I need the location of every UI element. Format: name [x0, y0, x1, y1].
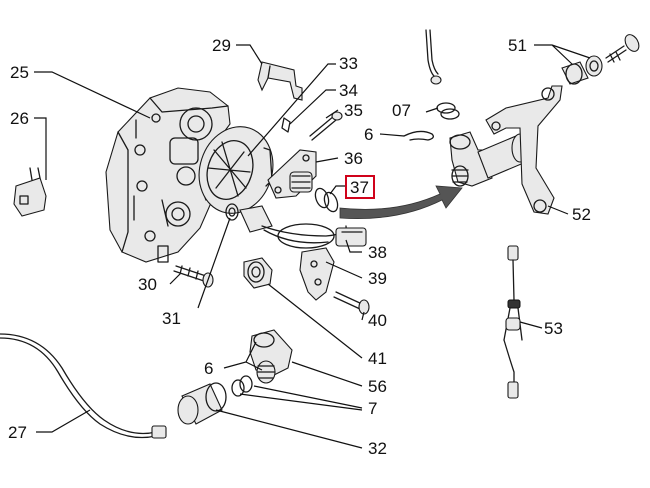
- label-41: 41: [368, 349, 387, 368]
- callout-labels: 25 26 29 33 34 35 36 37 38 39 40 41 56 7…: [8, 36, 591, 458]
- part-31-ring[interactable]: [225, 203, 239, 221]
- label-35: 35: [344, 101, 363, 120]
- part-30-screw[interactable]: [173, 265, 214, 288]
- part-37-o-ring[interactable]: [313, 187, 340, 214]
- highlight-box-37: [345, 175, 375, 199]
- part-34-gasket[interactable]: [281, 117, 291, 133]
- label-33: 33: [339, 54, 358, 73]
- label-39: 39: [368, 269, 387, 288]
- part-53-harness[interactable]: [503, 245, 523, 399]
- label-37: 37: [350, 178, 369, 197]
- label-30: 30: [138, 275, 157, 294]
- part-25-valve-body[interactable]: [105, 87, 231, 263]
- label-34: 34: [339, 81, 358, 100]
- upper-pipe[interactable]: [425, 29, 442, 85]
- label-6-lower: 6: [204, 359, 213, 378]
- label-27: 27: [8, 423, 27, 442]
- part-41-fitting[interactable]: [243, 257, 273, 289]
- part-52-lever[interactable]: [485, 85, 563, 215]
- part-35-screw[interactable]: [309, 111, 343, 141]
- label-40: 40: [368, 311, 387, 330]
- label-07: 07: [392, 101, 411, 120]
- label-6-upper: 6: [364, 125, 373, 144]
- part-7-rings[interactable]: [231, 375, 253, 397]
- part-39-clip[interactable]: [299, 247, 335, 301]
- part-36-actuator[interactable]: [267, 149, 317, 199]
- label-51: 51: [508, 36, 527, 55]
- label-53: 53: [544, 319, 563, 338]
- part-40-screw[interactable]: [333, 291, 370, 315]
- label-31: 31: [162, 309, 181, 328]
- label-26: 26: [10, 109, 29, 128]
- label-56: 56: [368, 377, 387, 396]
- part-26-switch[interactable]: [13, 167, 47, 217]
- label-7: 7: [368, 399, 377, 418]
- label-29: 29: [212, 36, 231, 55]
- label-38: 38: [368, 243, 387, 262]
- part-32-cylinder[interactable]: [177, 382, 227, 425]
- label-25: 25: [10, 63, 29, 82]
- label-36: 36: [344, 149, 363, 168]
- part-51-bolt-set[interactable]: [561, 32, 642, 85]
- label-52: 52: [572, 205, 591, 224]
- label-32: 32: [368, 439, 387, 458]
- upper-elbow[interactable]: [449, 131, 529, 187]
- leader-lines: [34, 44, 591, 449]
- part-6-clip-upper[interactable]: [403, 130, 434, 141]
- part-27-tube[interactable]: [0, 333, 167, 439]
- direction-arrow: [339, 185, 463, 219]
- part-56-elbow[interactable]: [249, 329, 293, 384]
- part-07-rings[interactable]: [436, 102, 460, 120]
- part-29-bracket[interactable]: [257, 61, 303, 101]
- part-38-connector[interactable]: [239, 205, 367, 249]
